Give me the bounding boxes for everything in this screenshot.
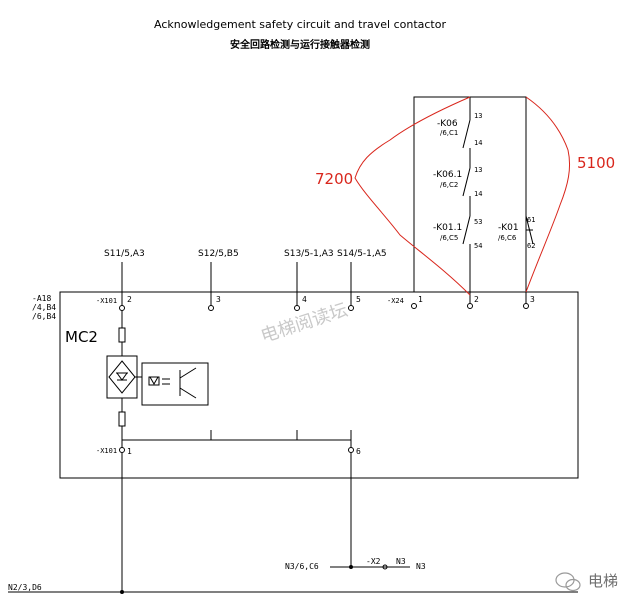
n2-label: N2/3,D6: [8, 583, 42, 592]
x101-terminal-6: [348, 447, 354, 453]
watermark-corner: 电梯: [588, 572, 618, 590]
x2-label: -X2: [366, 557, 381, 566]
n3-end-label: N3: [416, 562, 426, 571]
k06-1-name: -K06.1: [433, 170, 462, 180]
annotation-loop-7200: [354, 96, 471, 296]
watermark-center: 电梯阅读坛: [258, 299, 350, 347]
x2-n3-label: N3: [396, 557, 406, 566]
module-name: MC2: [65, 328, 98, 346]
annotation-7200: 7200: [315, 170, 353, 188]
svg-text:61: 61: [527, 216, 535, 224]
k01-1-ref: /6,C5: [440, 234, 458, 242]
module-ref-1: -A18: [32, 294, 51, 303]
module-ref-2: /4,B4: [32, 303, 56, 312]
svg-text:54: 54: [474, 242, 482, 250]
svg-text:4: 4: [302, 295, 307, 304]
x24-terminal-1: [411, 303, 417, 309]
svg-text:2: 2: [127, 295, 132, 304]
k06-1-ref: /6,C2: [440, 181, 458, 189]
contact-k06-1: [462, 167, 471, 197]
svg-text:2: 2: [474, 295, 479, 304]
x101-terminal-5: [348, 305, 354, 311]
resistor-bottom: [118, 411, 126, 427]
bridge-rectifier: [106, 355, 138, 399]
x101-terminal-1: [119, 447, 125, 453]
svg-text:3: 3: [216, 295, 221, 304]
diagram-subtitle: 安全回路检测与运行接触器检测: [230, 38, 370, 51]
resistor-top: [118, 327, 126, 343]
svg-text:13: 13: [474, 112, 482, 120]
svg-text:53: 53: [474, 218, 482, 226]
svg-text:3: 3: [530, 295, 535, 304]
x101-terminal-4: [294, 305, 300, 311]
signal-label-s13: S13/5-1,A3: [284, 249, 334, 259]
contact-k01-1: [462, 215, 471, 245]
n3-ref-label: N3/6,C6: [285, 562, 319, 571]
contact-k06: [462, 119, 471, 149]
svg-text:14: 14: [474, 139, 482, 147]
mc2-module-box: [59, 291, 579, 479]
module-ref-3: /6,B4: [32, 312, 56, 321]
svg-text:5: 5: [356, 295, 361, 304]
svg-text:1: 1: [418, 295, 423, 304]
x101-terminal-3: [208, 305, 214, 311]
svg-text:1: 1: [127, 447, 132, 456]
wechat-logo-icon: [555, 572, 581, 592]
annotation-5100: 5100: [577, 154, 615, 172]
k06-ref: /6,C1: [440, 129, 458, 137]
x101-label-top: -X101: [96, 297, 117, 305]
k06-name: -K06: [437, 119, 458, 129]
svg-text:14: 14: [474, 190, 482, 198]
svg-text:13: 13: [474, 166, 482, 174]
k01-name: -K01: [498, 223, 519, 233]
x101-label-bottom: -X101: [96, 447, 117, 455]
signal-label-s11: S11/5,A3: [104, 249, 145, 259]
k01-1-name: -K01.1: [433, 223, 462, 233]
k01-ref: /6,C6: [498, 234, 517, 242]
x101-terminal-2: [119, 305, 125, 311]
svg-text:6: 6: [356, 447, 361, 456]
signal-label-s14: S14/5-1,A5: [337, 249, 387, 259]
optocoupler: [141, 362, 209, 406]
annotation-loop-5100: [525, 96, 571, 293]
x24-terminal-3: [523, 303, 529, 309]
signal-label-s12: S12/5,B5: [198, 249, 239, 259]
svg-text:62: 62: [527, 242, 535, 250]
diagram-title: Acknowledgement safety circuit and trave…: [154, 18, 446, 31]
x24-terminal-2: [467, 303, 473, 309]
x24-label: -X24: [387, 297, 404, 305]
